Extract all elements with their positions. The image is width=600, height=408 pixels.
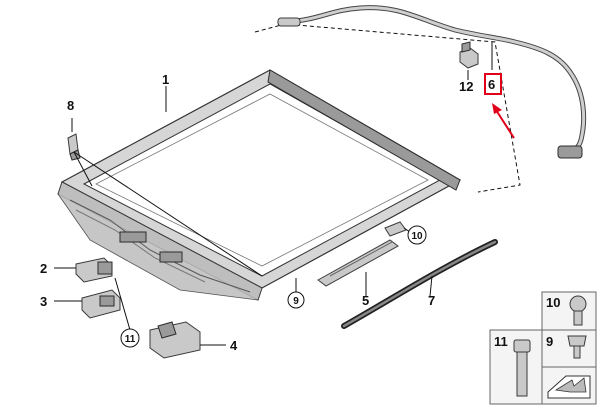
callout-6-highlight-box — [484, 73, 502, 95]
mechanism-block — [149, 321, 201, 359]
slider-part — [81, 289, 121, 319]
small-bracket — [384, 221, 407, 237]
bracket-part — [459, 41, 479, 69]
callout-3: 3 — [40, 294, 47, 309]
callout-11: 11 — [125, 334, 136, 345]
drive-cable-inner — [284, 6, 586, 152]
highlight-arrow-head — [492, 103, 502, 114]
frame-rear-mechanism — [69, 199, 251, 293]
callout-10-circle — [407, 225, 427, 245]
cable-start-sleeve — [277, 17, 301, 27]
callout-9-circle — [287, 291, 305, 309]
adhesive-pad-icon — [547, 375, 591, 399]
seal-clip — [67, 133, 81, 161]
sunroof-frame — [57, 69, 462, 301]
bolt-with-washer-icon — [569, 295, 587, 326]
callout-5: 5 — [362, 293, 369, 308]
hardware-legend: 10 9 11 — [489, 291, 597, 405]
callout-6: 6 — [488, 77, 495, 92]
long-bolt-icon — [513, 339, 531, 397]
callout-12: 12 — [459, 79, 473, 94]
cable-end-connector — [557, 145, 583, 159]
callout-10: 10 — [411, 231, 423, 242]
callout-9: 9 — [293, 296, 299, 307]
legend-item-10: 10 — [546, 295, 560, 310]
callout-4: 4 — [230, 338, 238, 353]
screw-icon — [567, 335, 587, 359]
wind-deflector — [317, 239, 399, 287]
reference-dashed-outline — [254, 23, 521, 193]
legend-item-9: 9 — [546, 334, 553, 349]
highlight-arrow-shaft — [495, 109, 515, 139]
callout-7: 7 — [428, 293, 435, 308]
callout-11-circle — [120, 328, 140, 348]
guide-element — [75, 257, 113, 283]
legend-item-11: 11 — [494, 334, 508, 349]
callout-1: 1 — [162, 72, 169, 87]
callout-8: 8 — [67, 98, 74, 113]
callout-2: 2 — [40, 261, 47, 276]
